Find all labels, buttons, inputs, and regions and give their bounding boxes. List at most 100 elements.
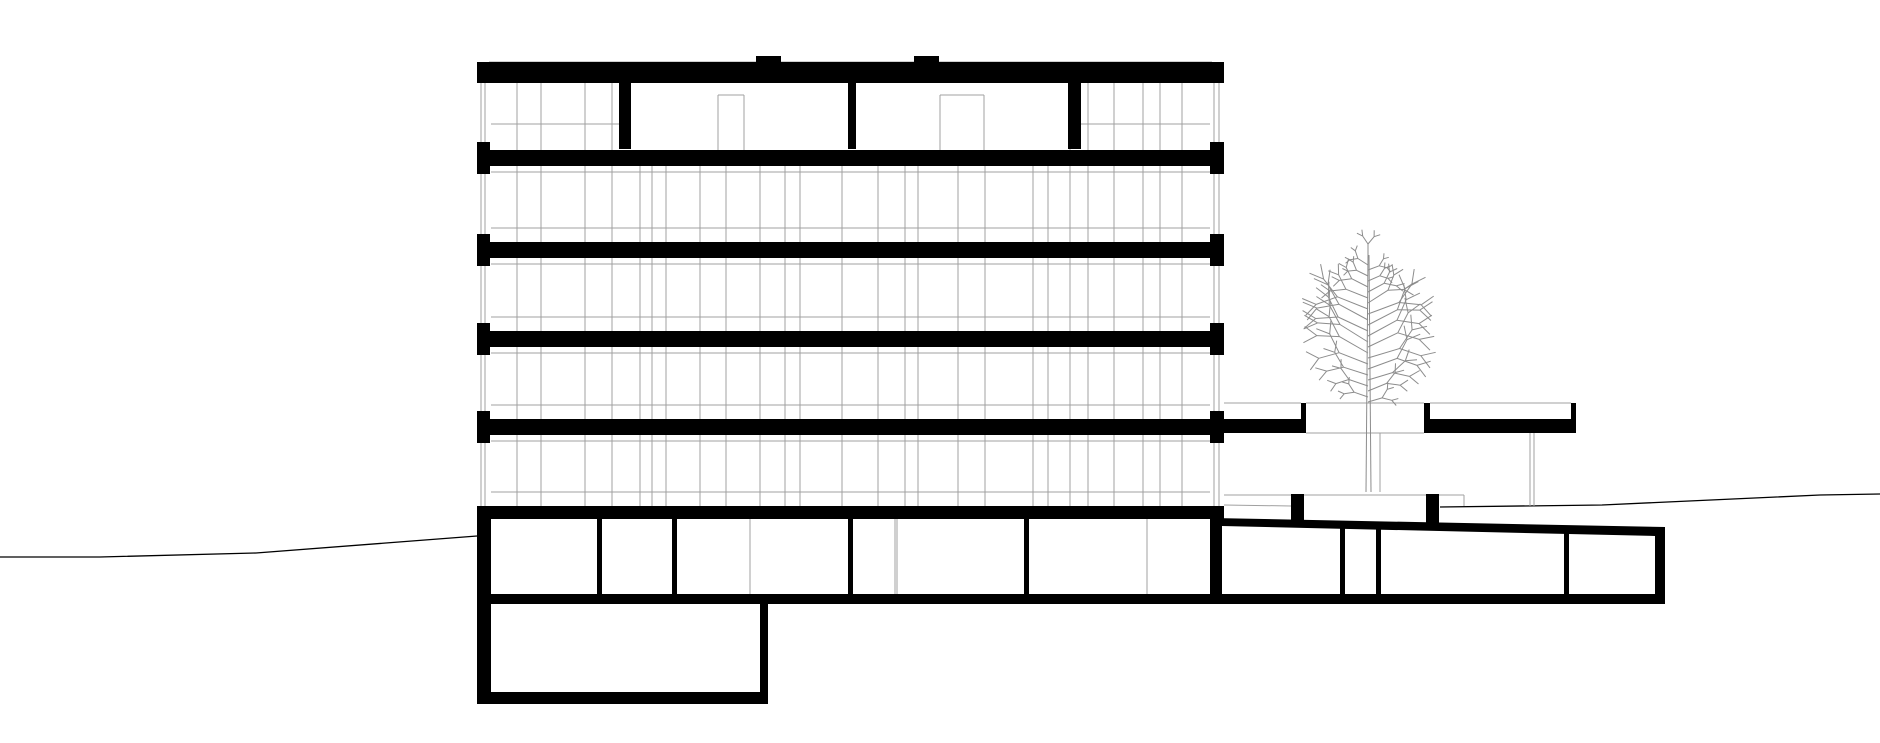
tree-branch [1309, 272, 1324, 280]
tree-branch [1392, 372, 1410, 377]
tree-branch [1387, 288, 1405, 291]
tree-branch [1409, 370, 1420, 377]
tree-branch [1332, 280, 1340, 287]
tree-branch [1367, 236, 1375, 245]
tree-branch [1420, 295, 1434, 306]
tree-branch [1353, 391, 1369, 398]
tree-branch [1367, 302, 1400, 315]
tree-branch [1396, 299, 1407, 321]
tree-branch [1367, 309, 1398, 326]
terrace-slab-left [1212, 419, 1306, 433]
tree-branch [1361, 229, 1364, 237]
tree-branch [1354, 250, 1359, 259]
tree-branch [1367, 265, 1380, 271]
tree-branch [1342, 381, 1349, 385]
basement-partition [1024, 519, 1029, 596]
basement-slab [477, 594, 1664, 604]
lower-basement-wall [760, 604, 768, 704]
tree-branch [1378, 258, 1384, 267]
tree-branch [1399, 329, 1413, 349]
tree-branch [1345, 259, 1349, 268]
tree-branch [1391, 399, 1397, 406]
tree-branch [1323, 278, 1338, 298]
tree-branch [1404, 297, 1409, 314]
basement-partition [597, 519, 602, 596]
tree-branch [1327, 281, 1330, 297]
tree-branch [1315, 367, 1327, 372]
tree-branch [1419, 309, 1432, 321]
lower-basement-floor [477, 692, 768, 704]
facade-elevation-lines [480, 61, 1571, 594]
tree-branch [1419, 301, 1433, 311]
tree-branch [1304, 326, 1318, 337]
tree-branch [1344, 391, 1355, 395]
tree-branch [1343, 270, 1349, 276]
tree-branch [1419, 335, 1435, 340]
tree-branch [1354, 245, 1358, 251]
ground-line [0, 493, 1880, 558]
tree-branch [1396, 319, 1420, 325]
basement-wall-left [477, 506, 491, 704]
tree-branch [1331, 276, 1340, 281]
tree-branch [1381, 389, 1388, 399]
tree-branch [1399, 384, 1408, 392]
tree-branch [1348, 379, 1369, 387]
tree-branch [1328, 301, 1331, 317]
tree-branch [1350, 247, 1356, 252]
terrace-upstand [1424, 403, 1430, 419]
annex-partition [1564, 528, 1569, 596]
tree-branch [1345, 288, 1369, 299]
tree-branch [1367, 289, 1389, 304]
floor-slab [477, 331, 1224, 347]
tree-branch [1317, 322, 1341, 325]
tree-branch [1386, 372, 1396, 384]
tree-branch [1348, 377, 1350, 384]
tree-branch [1304, 314, 1318, 324]
tree-branch [1367, 357, 1398, 370]
tree-branch [1403, 288, 1414, 296]
attic-wall [619, 83, 631, 149]
slab-edge-right [1210, 142, 1224, 174]
tree-branch [1334, 340, 1338, 353]
tree-branch [1340, 368, 1350, 380]
tree-branch [1391, 264, 1395, 276]
annex-partition [1340, 528, 1345, 596]
basement-wall [1210, 506, 1222, 598]
tree-branch [1316, 296, 1330, 306]
tree-branch [1327, 284, 1340, 305]
tree-branch [1339, 336, 1369, 354]
tree-branch [1391, 398, 1399, 401]
slab-edge-left [477, 234, 490, 266]
tree-branch [1367, 275, 1381, 282]
tree-branch [1342, 268, 1348, 272]
annex-roof-slab [1212, 518, 1665, 604]
tree-branch [1347, 269, 1357, 272]
tree-branch [1406, 333, 1421, 341]
tree-trunk [1365, 254, 1369, 493]
tree-branch [1398, 302, 1422, 306]
tree-branch [1339, 393, 1345, 400]
tree-branch [1416, 365, 1427, 378]
tree-branch [1367, 372, 1393, 381]
tree-branch [1362, 235, 1369, 245]
tree-branch [1348, 383, 1355, 393]
tree-branch [1302, 310, 1316, 319]
tree-branch [1387, 386, 1394, 390]
terrace-slab-right [1424, 419, 1576, 433]
tree-branch [1303, 335, 1318, 344]
tree-branch [1416, 360, 1431, 366]
tree-branch [1338, 274, 1347, 290]
tree-branch [1405, 359, 1418, 362]
ground-line-left [0, 535, 478, 558]
tree-branch [1407, 303, 1421, 314]
tree-branch [1396, 339, 1408, 359]
tree-branch [1329, 319, 1332, 334]
tree-icon [1302, 229, 1436, 493]
tree-branch [1327, 379, 1337, 385]
tree-branch [1323, 348, 1335, 353]
tree-branch [1395, 285, 1404, 292]
tree-branch [1396, 288, 1406, 310]
tree-branch [1339, 324, 1369, 343]
section-cut-elements [477, 56, 1665, 704]
tree-branch [1337, 390, 1345, 395]
